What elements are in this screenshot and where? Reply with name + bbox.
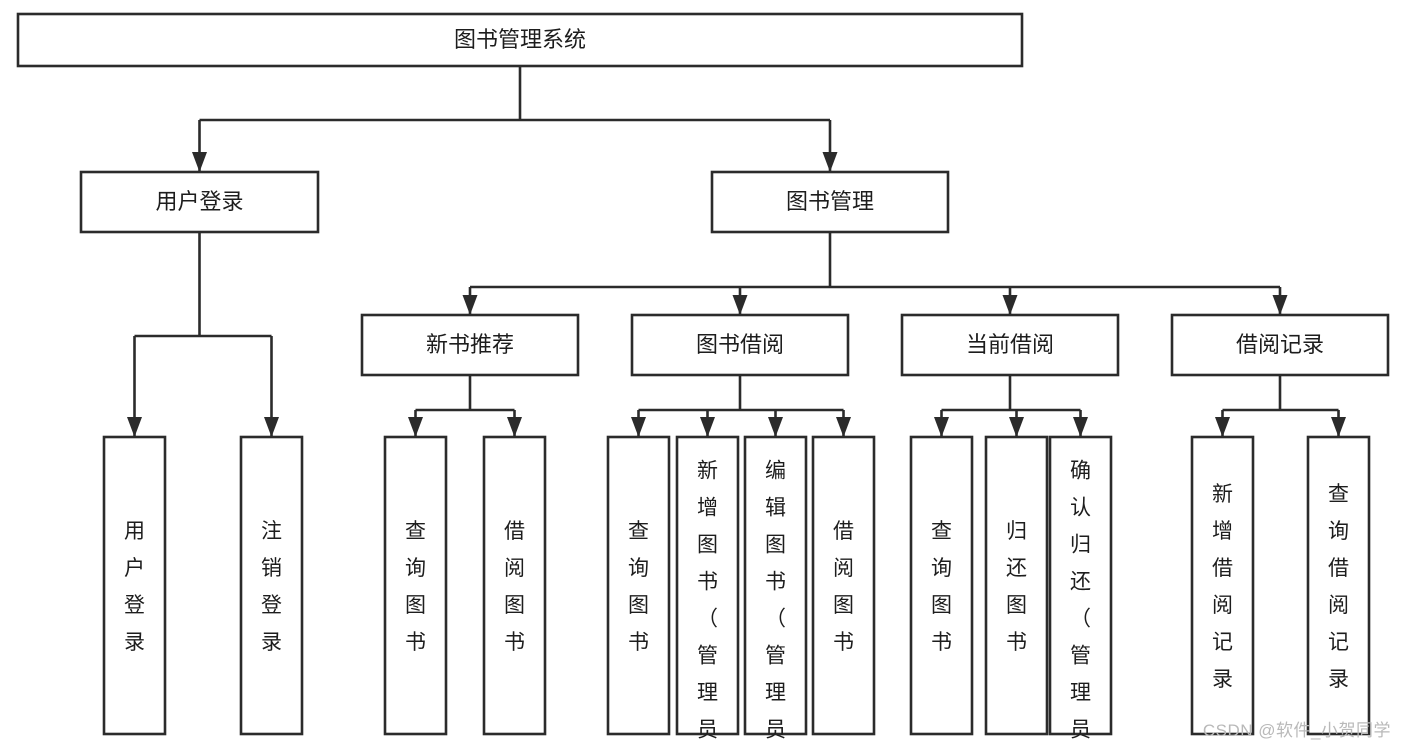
node-label-leaf-add-book-admin: 新增图书（管理员） — [697, 460, 718, 747]
node-box-leaf-query-book-current — [909, 435, 974, 736]
node-box-book-borrow — [630, 313, 850, 377]
node-label-leaf-borrow-book: 借阅图书 — [833, 520, 854, 654]
node-box-leaf-logout — [239, 435, 304, 736]
node-label-root: 图书管理系统 — [454, 27, 586, 52]
node-leaf-borrow-book-rec[interactable]: 借阅图书 — [482, 435, 547, 736]
node-box-leaf-return-book — [984, 435, 1049, 736]
node-book-manage[interactable]: 图书管理 — [710, 170, 950, 234]
node-label-book-borrow: 图书借阅 — [696, 332, 784, 357]
node-leaf-borrow-book[interactable]: 借阅图书 — [811, 435, 876, 736]
node-label-book-manage: 图书管理 — [786, 189, 874, 214]
node-label-leaf-query-book-borrow: 查询图书 — [628, 520, 649, 654]
node-leaf-query-book-rec[interactable]: 查询图书 — [383, 435, 448, 736]
node-leaf-add-borrow-record[interactable]: 新增借阅记录 — [1190, 435, 1255, 736]
watermark-label: CSDN @软件_小贺同学 — [1202, 721, 1391, 740]
node-label-user-login: 用户登录 — [155, 189, 243, 214]
node-leaf-add-book-admin[interactable]: 新增图书（管理员） — [675, 435, 740, 747]
node-leaf-user-login[interactable]: 用户登录 — [102, 435, 167, 736]
node-leaf-query-book-current[interactable]: 查询图书 — [909, 435, 974, 736]
node-new-book-rec[interactable]: 新书推荐 — [360, 313, 580, 377]
node-label-leaf-borrow-book-rec: 借阅图书 — [504, 520, 525, 654]
node-label-leaf-query-book-current: 查询图书 — [931, 520, 952, 654]
node-box-leaf-edit-book-admin — [743, 435, 808, 736]
node-leaf-query-book-borrow[interactable]: 查询图书 — [606, 435, 671, 736]
node-box-current-borrow — [900, 313, 1120, 377]
node-label-leaf-return-book: 归还图书 — [1006, 520, 1027, 654]
node-box-root — [16, 12, 1024, 68]
node-box-leaf-add-book-admin — [675, 435, 740, 736]
node-current-borrow[interactable]: 当前借阅 — [900, 313, 1120, 377]
node-label-current-borrow: 当前借阅 — [966, 332, 1054, 357]
node-label-leaf-edit-book-admin: 编辑图书（管理员） — [765, 460, 786, 747]
node-leaf-query-borrow-record[interactable]: 查询借阅记录 — [1306, 435, 1371, 736]
node-box-new-book-rec — [360, 313, 580, 377]
node-leaf-edit-book-admin[interactable]: 编辑图书（管理员） — [743, 435, 808, 747]
node-root[interactable]: 图书管理系统 — [16, 12, 1024, 68]
node-borrow-record[interactable]: 借阅记录 — [1170, 313, 1390, 377]
node-box-leaf-query-borrow-record — [1306, 435, 1371, 736]
node-box-leaf-query-book-rec — [383, 435, 448, 736]
node-box-book-manage — [710, 170, 950, 234]
node-leaf-logout[interactable]: 注销登录 — [239, 435, 304, 736]
node-label-leaf-user-login: 用户登录 — [124, 520, 145, 654]
node-box-borrow-record — [1170, 313, 1390, 377]
node-label-leaf-query-borrow-record: 查询借阅记录 — [1328, 483, 1349, 691]
node-layer: 图书管理系统用户登录图书管理新书推荐图书借阅当前借阅借阅记录用户登录注销登录查询… — [16, 12, 1390, 747]
node-user-login[interactable]: 用户登录 — [79, 170, 320, 234]
node-leaf-return-book[interactable]: 归还图书 — [984, 435, 1049, 736]
node-box-leaf-user-login — [102, 435, 167, 736]
node-box-leaf-borrow-book-rec — [482, 435, 547, 736]
node-label-new-book-rec: 新书推荐 — [426, 332, 514, 357]
node-label-leaf-logout: 注销登录 — [261, 520, 282, 654]
connector-layer — [127, 66, 1346, 437]
node-book-borrow[interactable]: 图书借阅 — [630, 313, 850, 377]
node-box-user-login — [79, 170, 320, 234]
node-label-leaf-confirm-return-admin: 确认归还（管理员） — [1070, 460, 1091, 747]
node-label-leaf-add-borrow-record: 新增借阅记录 — [1212, 483, 1233, 691]
node-box-leaf-borrow-book — [811, 435, 876, 736]
node-box-leaf-add-borrow-record — [1190, 435, 1255, 736]
node-box-leaf-query-book-borrow — [606, 435, 671, 736]
node-label-borrow-record: 借阅记录 — [1236, 332, 1324, 357]
node-label-leaf-query-book-rec: 查询图书 — [405, 520, 426, 654]
node-leaf-confirm-return-admin[interactable]: 确认归还（管理员） — [1048, 435, 1113, 747]
node-box-leaf-confirm-return-admin — [1048, 435, 1113, 736]
